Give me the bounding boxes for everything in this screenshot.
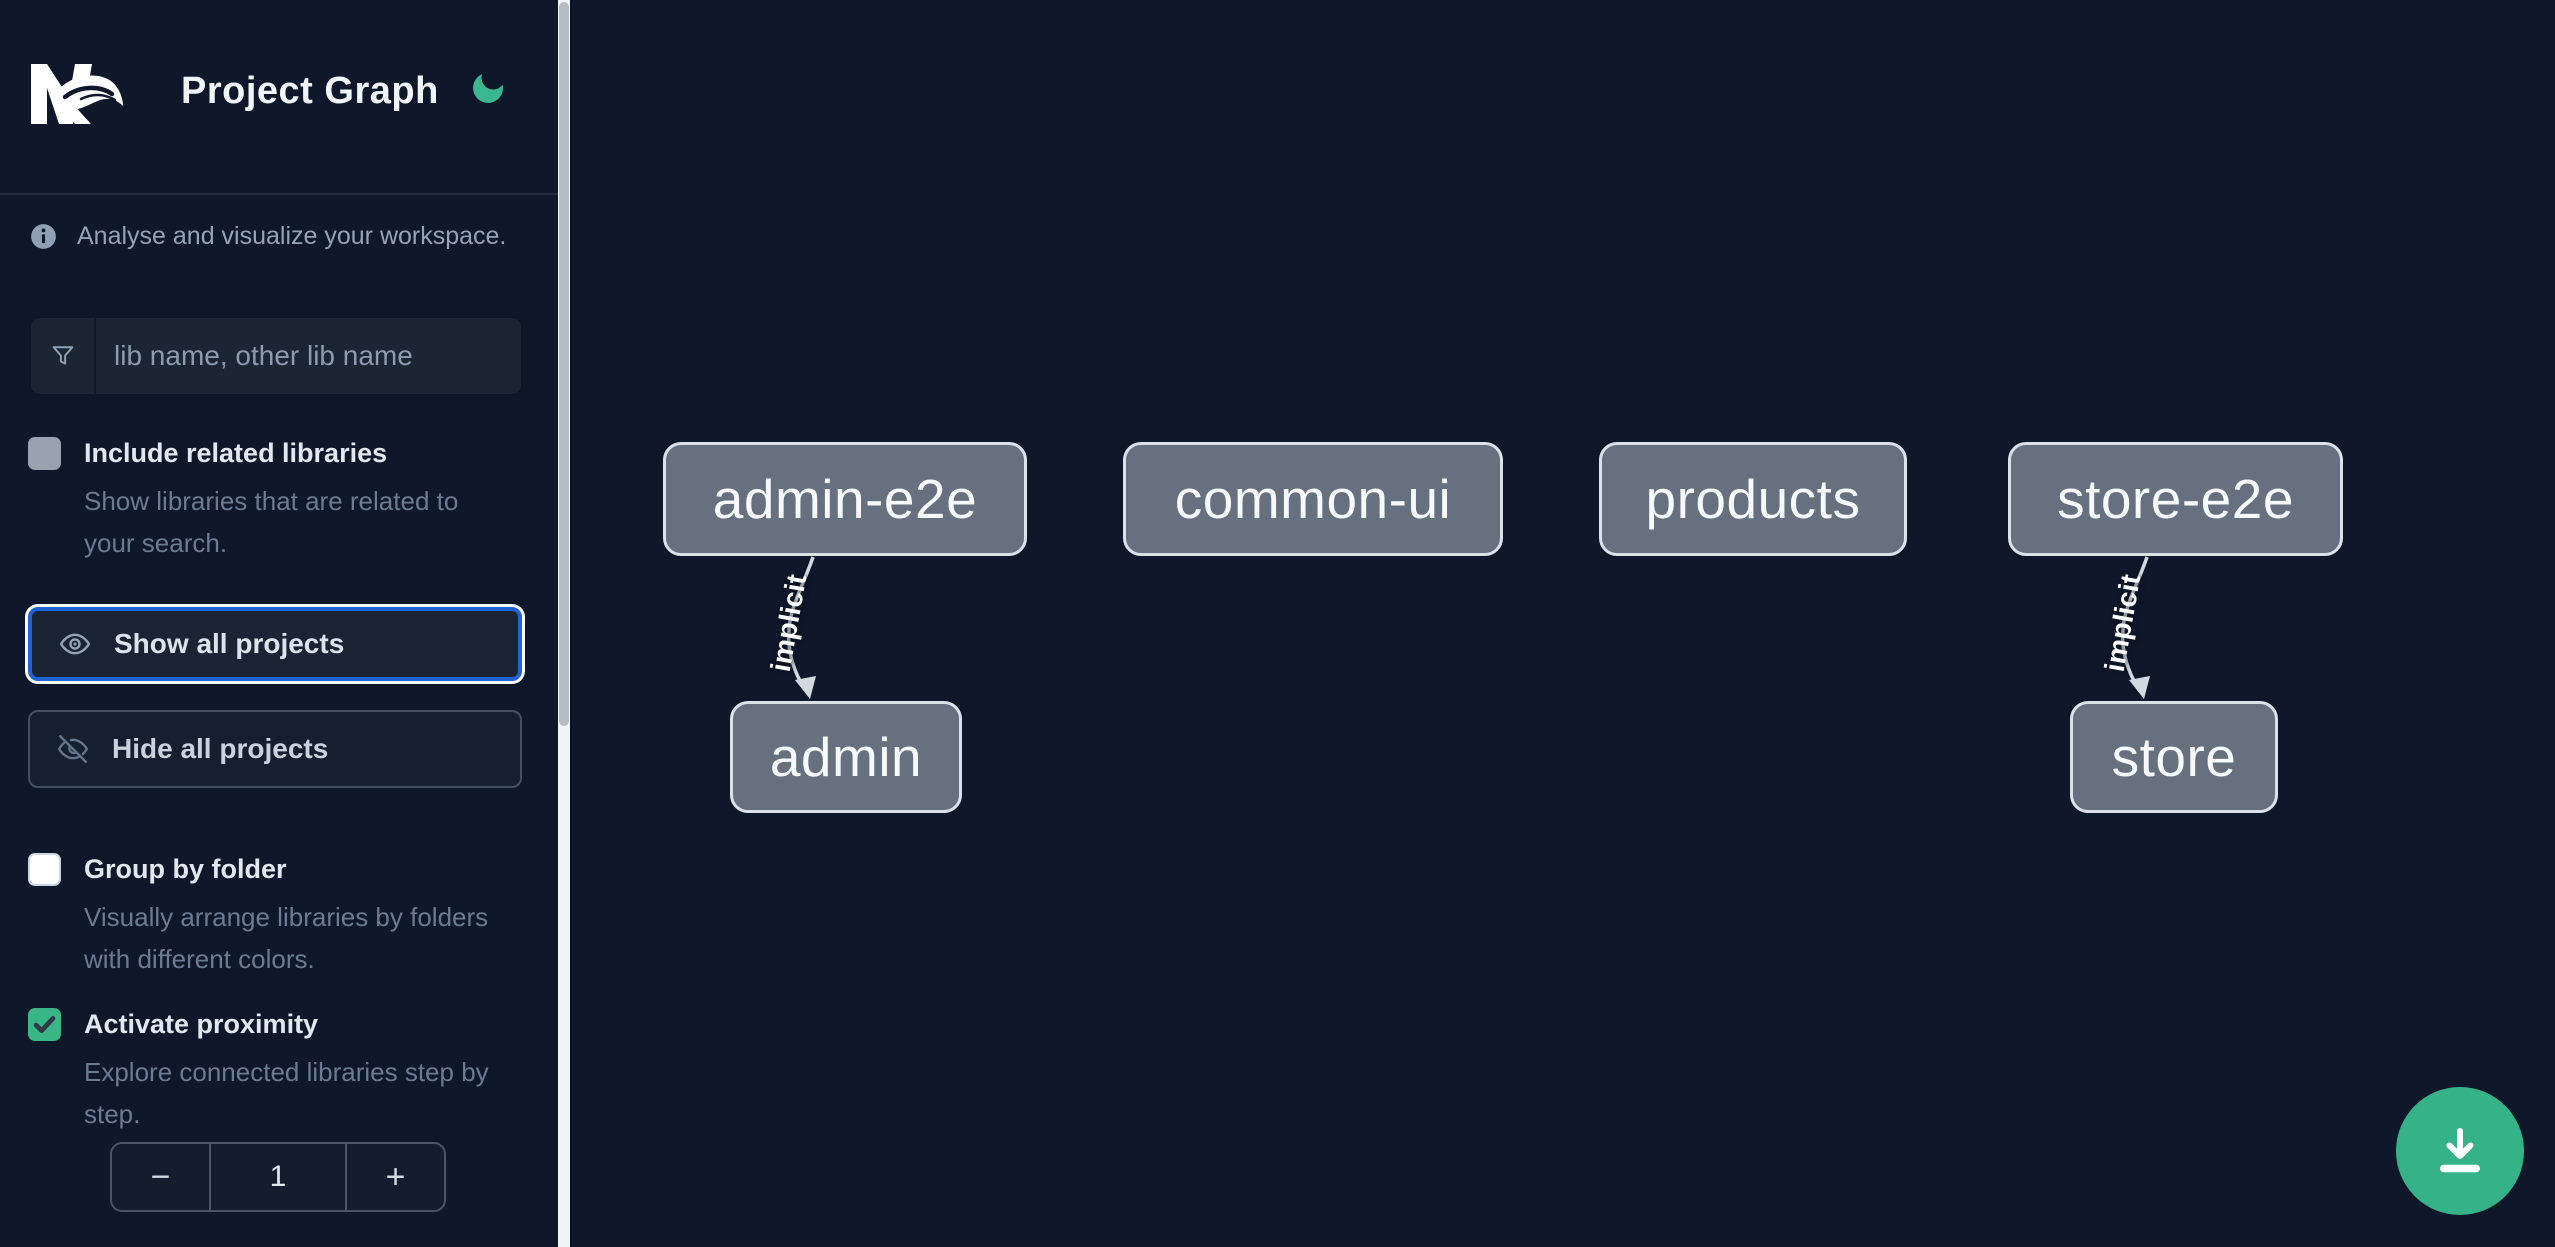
node-products[interactable]: products: [1599, 442, 1907, 556]
node-store-e2e[interactable]: store-e2e: [2008, 442, 2343, 556]
tagline-text: Analyse and visualize your workspace.: [77, 222, 507, 250]
show-all-projects-label: Show all projects: [114, 628, 345, 659]
filter-input[interactable]: [96, 318, 521, 394]
show-all-projects-button[interactable]: Show all projects: [28, 607, 522, 681]
include-related-description: Show libraries that are related to your …: [84, 486, 459, 558]
proximity-depth-value: 1: [209, 1144, 347, 1210]
node-admin-e2e[interactable]: admin-e2e: [663, 442, 1027, 556]
nx-logo-icon: [31, 64, 123, 124]
checkbox-row-group-by-folder: Group by folder Visually arrange librari…: [28, 853, 522, 980]
include-related-label[interactable]: Include related libraries: [84, 438, 388, 468]
include-related-checkbox[interactable]: [28, 437, 61, 470]
hide-all-projects-button[interactable]: Hide all projects: [28, 710, 522, 788]
group-by-folder-label[interactable]: Group by folder: [84, 854, 287, 884]
checkbox-row-activate-proximity: Activate proximity Explore connected lib…: [28, 1008, 522, 1135]
funnel-icon: [31, 318, 96, 394]
tagline-row: Analyse and visualize your workspace.: [30, 222, 506, 251]
project-graph-canvas[interactable]: [570, 0, 2555, 1247]
node-common-ui[interactable]: common-ui: [1123, 442, 1503, 556]
checkbox-row-include-related: Include related libraries Show libraries…: [28, 437, 522, 564]
node-admin[interactable]: admin: [730, 701, 962, 813]
info-icon: [31, 224, 56, 249]
page-title: Project Graph: [181, 70, 439, 112]
download-graph-button[interactable]: [2396, 1087, 2524, 1215]
group-by-folder-description: Visually arrange libraries by folders wi…: [84, 902, 489, 974]
checkmark-icon: [33, 1015, 56, 1034]
sidebar-header: Project Graph: [0, 0, 558, 195]
group-by-folder-checkbox[interactable]: [28, 853, 61, 886]
node-store[interactable]: store: [2070, 701, 2278, 813]
eye-off-icon: [57, 735, 89, 763]
filter-box: [31, 318, 521, 394]
activate-proximity-description: Explore connected libraries step by step…: [84, 1057, 489, 1129]
decrement-button[interactable]: −: [112, 1144, 209, 1210]
activate-proximity-label[interactable]: Activate proximity: [84, 1009, 319, 1039]
sidebar: Project Graph Analyse and visualize your…: [0, 0, 570, 1247]
proximity-depth-stepper: − 1 +: [110, 1142, 446, 1212]
download-icon: [2440, 1128, 2480, 1173]
sidebar-scrollbar-thumb[interactable]: [559, 2, 569, 726]
increment-button[interactable]: +: [347, 1144, 444, 1210]
theme-toggle-moon-icon[interactable]: [468, 68, 508, 108]
activate-proximity-checkbox[interactable]: [28, 1008, 61, 1041]
eye-icon: [59, 633, 91, 655]
hide-all-projects-label: Hide all projects: [112, 733, 329, 764]
